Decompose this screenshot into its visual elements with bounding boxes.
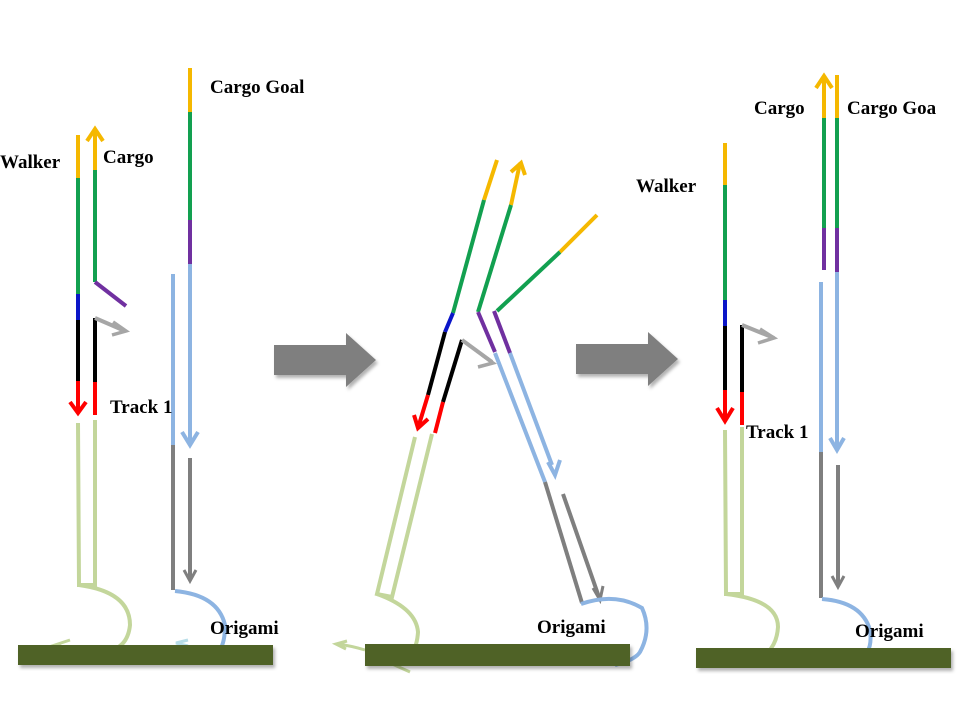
origami-bar: [365, 644, 630, 666]
track-anchor: [723, 427, 781, 654]
origami-bar: [18, 645, 273, 665]
track-anchor: [331, 433, 434, 674]
cargo-goal-strand: [492, 213, 605, 605]
walker-strand: [412, 159, 499, 432]
origami-bar: [696, 648, 951, 668]
track-strand: [93, 316, 131, 415]
cargo-label: Cargo: [754, 98, 805, 119]
cargo-label: Cargo: [103, 147, 154, 168]
cargo-goal-label: Cargo Goa: [847, 98, 937, 119]
track-label: Track 1: [110, 397, 172, 418]
origami-label: Origami: [537, 617, 606, 638]
cargo-strand: [814, 72, 834, 270]
walker-label: Walker: [0, 152, 61, 173]
origami-label: Origami: [855, 621, 924, 642]
cargo-strand: [85, 125, 128, 308]
cargo-goal-strand: [171, 68, 200, 449]
origami-label: Origami: [210, 618, 279, 639]
cargo-goal-label: Cargo Goal: [210, 77, 304, 98]
walker-strand: [715, 143, 735, 425]
track-strand: [433, 338, 497, 434]
cargo-strand: [476, 159, 527, 353]
track-label: Track 1: [746, 422, 808, 443]
track-anchor: [49, 420, 133, 652]
cargo-goal-strand: [819, 75, 846, 454]
step-arrow-2: [576, 332, 678, 386]
walker-strand: [68, 135, 88, 417]
panel-initial-state: [18, 68, 273, 665]
gray-connector: [819, 452, 873, 654]
origami-loop: [580, 596, 649, 667]
track-strand: [740, 323, 779, 425]
walker-label: Walker: [636, 176, 697, 197]
panel-final-state: [696, 72, 951, 668]
panel-intermediate-state: [331, 159, 649, 674]
step-arrow-1: [274, 333, 376, 387]
